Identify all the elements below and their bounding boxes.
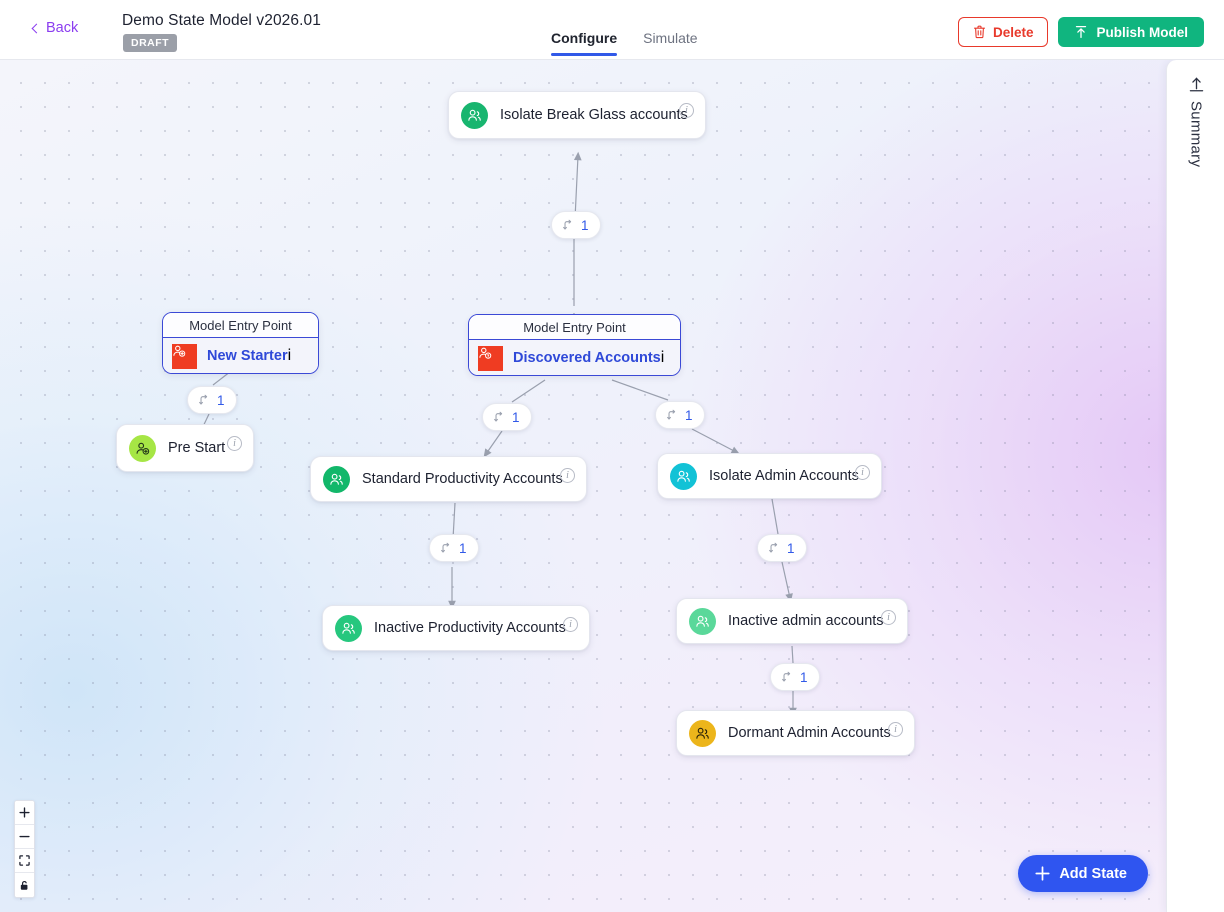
state-node-standard-productivity-accounts[interactable]: Standard Productivity Accounts i	[310, 456, 587, 502]
transition-icon	[561, 218, 575, 232]
lock-icon	[19, 880, 30, 891]
publish-model-label: Publish Model	[1096, 24, 1188, 40]
state-node-isolate-break-glass[interactable]: Isolate Break Glass accounts i	[448, 91, 706, 139]
info-icon[interactable]: i	[855, 465, 870, 480]
add-state-label: Add State	[1059, 865, 1127, 882]
users-icon	[689, 607, 716, 635]
state-node-label: Isolate Admin Accounts	[709, 468, 859, 484]
transition-icon	[767, 541, 781, 555]
transition-icon	[197, 393, 211, 407]
flow-canvas[interactable]: Isolate Break Glass accounts i 1 Model E…	[0, 60, 1224, 912]
state-node-dormant-admin-accounts[interactable]: Dormant Admin Accounts i	[676, 710, 915, 756]
chevron-left-icon	[31, 23, 42, 33]
user-question-icon	[478, 345, 503, 371]
summary-panel-inner: Summary	[1167, 68, 1224, 288]
minus-icon	[19, 831, 30, 842]
state-node-inactive-admin-accounts[interactable]: Inactive admin accounts i	[676, 598, 908, 644]
state-node-label: Isolate Break Glass accounts	[500, 107, 688, 123]
users-icon	[335, 614, 362, 642]
back-button-label: Back	[46, 20, 79, 36]
edge-connectors	[197, 151, 797, 717]
zoom-in-button[interactable]	[15, 801, 34, 825]
edge-badge-discovered-to-isolateadmin[interactable]: 1	[655, 401, 705, 429]
delete-button-label: Delete	[992, 24, 1034, 40]
users-icon	[461, 101, 488, 129]
info-icon[interactable]: i	[679, 103, 694, 118]
info-icon[interactable]: i	[563, 617, 578, 632]
entry-node-header: Model Entry Point	[469, 315, 680, 340]
transition-icon	[492, 410, 506, 424]
summary-panel[interactable]: Summary	[1166, 60, 1224, 912]
edge-badge-count: 1	[685, 407, 693, 423]
info-icon[interactable]: i	[287, 347, 292, 364]
transition-icon	[780, 670, 794, 684]
page-title: Demo State Model v2026.01	[122, 12, 321, 29]
entry-node-discovered-accounts[interactable]: Model Entry Point Discovered Accounts i	[468, 314, 681, 376]
edge-badge-count: 1	[217, 392, 225, 408]
transition-icon	[665, 408, 679, 422]
transition-icon	[439, 541, 453, 555]
users-icon	[670, 462, 697, 490]
upload-icon	[1074, 25, 1088, 39]
plus-icon	[19, 807, 30, 818]
state-node-pre-start[interactable]: Pre Start i	[116, 424, 254, 472]
info-icon[interactable]: i	[881, 610, 896, 625]
status-badge: DRAFT	[123, 34, 178, 52]
users-icon	[689, 719, 716, 747]
edge-badge-newstarter-to-prestart[interactable]: 1	[187, 386, 237, 414]
edge-badge-isolateadmin-to-inactiveadmin[interactable]: 1	[757, 534, 807, 562]
edge-badge-count: 1	[459, 540, 467, 556]
info-icon[interactable]: i	[227, 436, 242, 451]
edge-badge-count: 1	[581, 217, 589, 233]
canvas-dot-grid	[0, 60, 1224, 912]
entry-node-label: New Starter	[207, 348, 288, 364]
fit-screen-icon	[19, 855, 30, 866]
state-node-isolate-admin-accounts[interactable]: Isolate Admin Accounts i	[657, 453, 882, 499]
tab-configure[interactable]: Configure	[551, 30, 618, 56]
info-icon[interactable]: i	[888, 722, 903, 737]
entry-node-body[interactable]: Discovered Accounts i	[469, 340, 680, 375]
user-plus-icon	[172, 343, 197, 369]
edge-badge-discovered-to-standard[interactable]: 1	[482, 403, 532, 431]
entry-node-header: Model Entry Point	[163, 313, 318, 338]
entry-node-label: Discovered Accounts	[513, 350, 661, 366]
header-actions: Delete Publish Model	[957, 17, 1204, 47]
info-icon[interactable]: i	[660, 349, 665, 366]
user-plus-icon	[129, 434, 156, 462]
back-button[interactable]: Back	[31, 20, 79, 36]
state-node-label: Inactive admin accounts	[728, 613, 884, 629]
entry-node-body[interactable]: New Starter i	[163, 338, 318, 373]
collapse-arrow-icon[interactable]	[1188, 76, 1205, 93]
users-icon	[323, 465, 350, 493]
edge-badge-count: 1	[787, 540, 795, 556]
add-state-button[interactable]: Add State	[1018, 855, 1148, 892]
trash-icon	[973, 25, 986, 39]
lock-canvas-button[interactable]	[15, 873, 34, 897]
zoom-controls	[14, 800, 35, 898]
tab-bar: Configure Simulate	[551, 30, 698, 56]
zoom-out-button[interactable]	[15, 825, 34, 849]
edge-badge-count: 1	[512, 409, 520, 425]
state-node-label: Dormant Admin Accounts	[728, 725, 891, 741]
publish-model-button[interactable]: Publish Model	[1058, 17, 1204, 47]
fit-view-button[interactable]	[15, 849, 34, 873]
entry-node-new-starter[interactable]: Model Entry Point New Starter i	[162, 312, 319, 374]
plus-icon	[1035, 866, 1050, 881]
state-node-label: Standard Productivity Accounts	[362, 471, 563, 487]
edge-badge-inactiveadmin-to-dormant[interactable]: 1	[770, 663, 820, 691]
summary-panel-label: Summary	[1187, 101, 1205, 168]
edge-badge-count: 1	[800, 669, 808, 685]
info-icon[interactable]: i	[560, 468, 575, 483]
edge-badge-discovered-to-breakglass[interactable]: 1	[551, 211, 601, 239]
state-node-label: Pre Start	[168, 440, 226, 456]
state-node-inactive-productivity-accounts[interactable]: Inactive Productivity Accounts i	[322, 605, 590, 651]
top-header-bar: Back Demo State Model v2026.01 DRAFT Con…	[0, 0, 1224, 60]
state-node-label: Inactive Productivity Accounts	[374, 620, 566, 636]
edge-badge-standard-to-inactiveprod[interactable]: 1	[429, 534, 479, 562]
delete-button[interactable]: Delete	[957, 17, 1049, 47]
tab-simulate[interactable]: Simulate	[643, 30, 698, 46]
